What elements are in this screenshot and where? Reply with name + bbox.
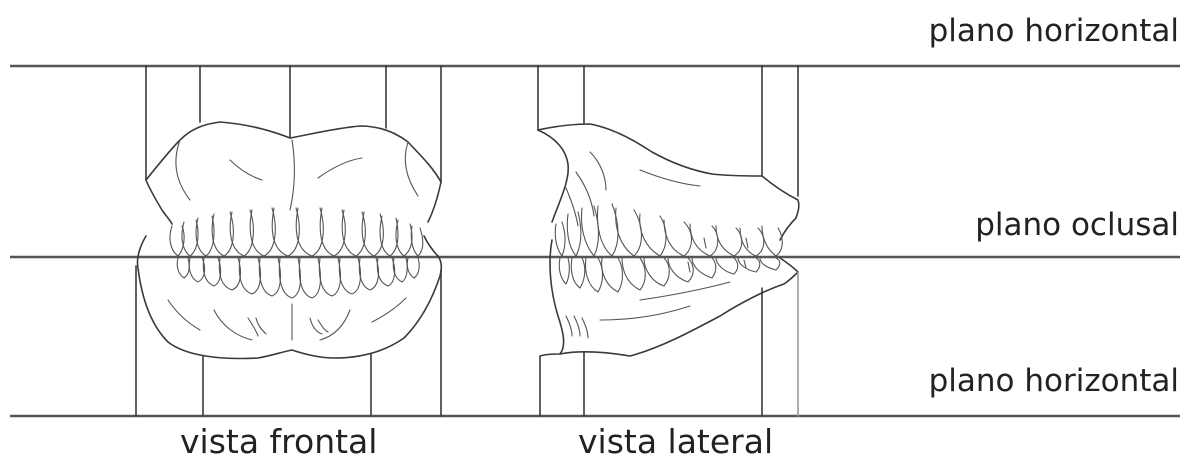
bottom-horizontal-plane-label: plano horizontal [929, 366, 1179, 397]
lateral-view-drawing [538, 66, 799, 416]
frontal-view-drawing [136, 66, 441, 416]
top-horizontal-plane-label: plano horizontal [929, 16, 1179, 47]
frontal-upper-cast-outline [146, 122, 441, 222]
frontal-view-label: vista frontal [180, 425, 377, 458]
lateral-lower-posts [584, 272, 798, 416]
frontal-lower-posts [136, 266, 441, 416]
frontal-lower-teeth [177, 258, 419, 298]
lateral-lower-cast-outline [540, 240, 564, 416]
lateral-lower-teeth [559, 258, 780, 292]
lateral-upper-teeth [555, 204, 782, 256]
lateral-view-label: vista lateral [578, 425, 773, 458]
occlusal-plane-label: plano oclusal [975, 210, 1179, 241]
frontal-upper-teeth [170, 208, 423, 256]
frontal-upper-posts [146, 66, 441, 182]
